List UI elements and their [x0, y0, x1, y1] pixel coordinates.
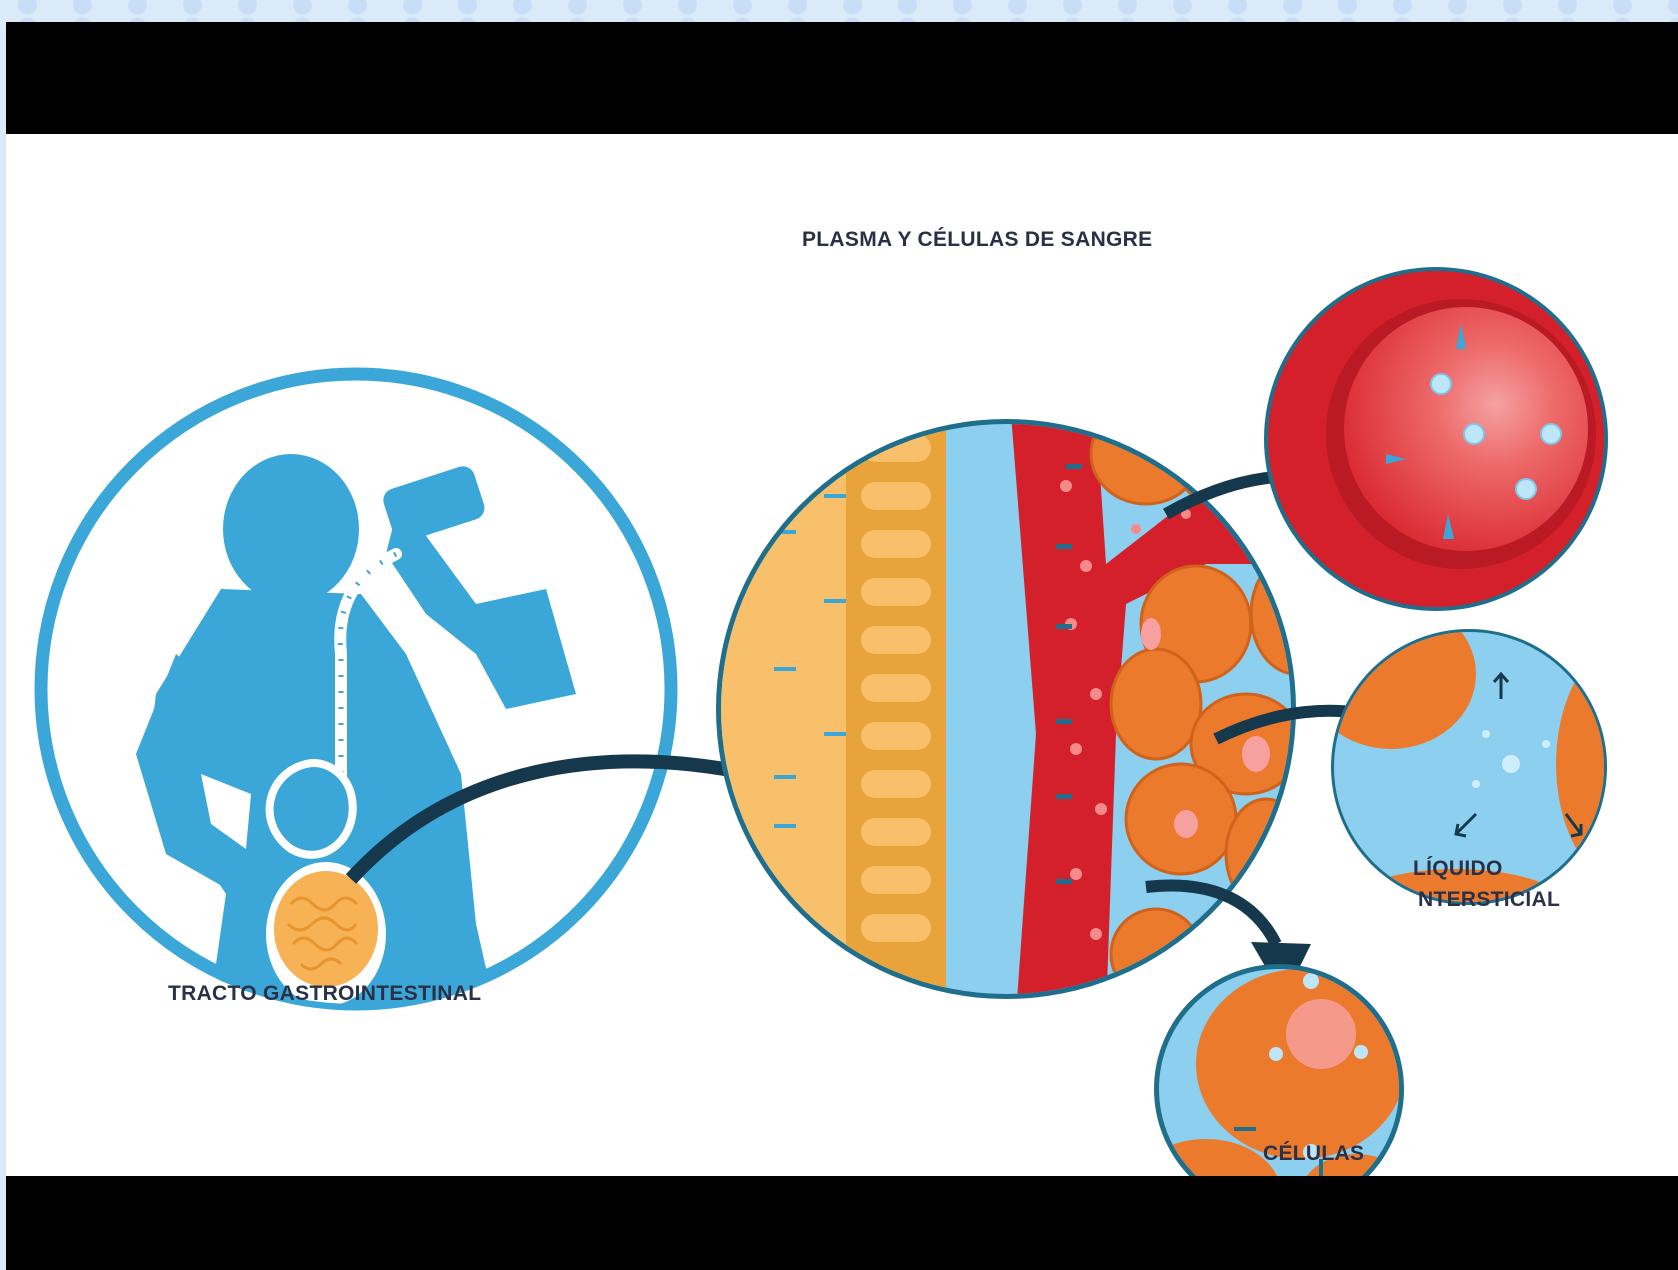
decorative-dots-strip: [0, 0, 1678, 22]
gi-tract-label: TRACTO GASTROINTESTINAL: [168, 982, 481, 1006]
interstitial-label-line2: NTERSTICIAL: [1418, 888, 1560, 912]
plasma-circle: [706, 404, 1341, 1014]
interstitial-circle: [1306, 599, 1678, 979]
plasma-label: PLASMA Y CÉLULAS DE SANGRE: [802, 228, 1152, 252]
intestine-icon: [274, 871, 378, 987]
hydration-diagram: [6, 134, 1678, 1176]
gi-tract-circle: [41, 374, 671, 1034]
interstitial-label-line1: LÍQUIDO: [1413, 857, 1503, 881]
diagram-panel: TRACTO GASTROINTESTINAL PLASMA Y CÉLULAS…: [6, 134, 1678, 1176]
blood-cell-circle: [1256, 264, 1616, 624]
cells-label: CÉLULAS: [1263, 1142, 1364, 1166]
